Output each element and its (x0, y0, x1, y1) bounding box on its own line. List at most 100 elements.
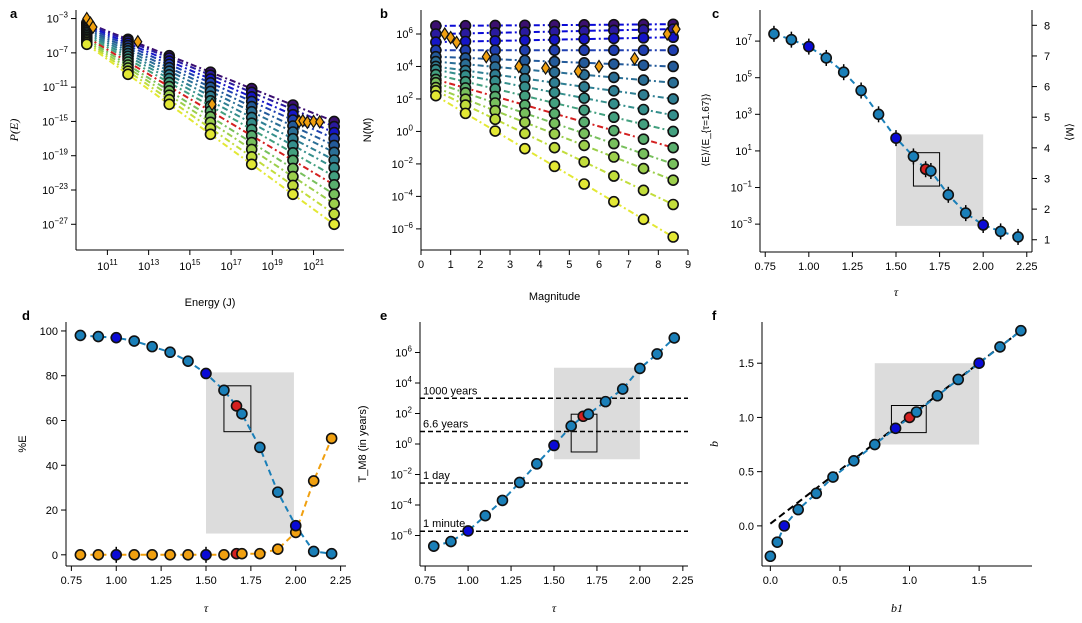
inset-box (223, 385, 252, 433)
data-point (578, 116, 590, 128)
data-point (271, 486, 284, 498)
data-point (489, 125, 501, 137)
data-point (837, 66, 850, 78)
data-point (164, 549, 176, 561)
data-point (163, 98, 176, 111)
x-tick-label: 1015 (179, 258, 201, 273)
y-tick-label: 10−11 (43, 79, 69, 94)
data-point (230, 400, 243, 412)
x-tick-label: 1.5 (971, 575, 986, 587)
y-right-tick-label: 3 (1044, 173, 1050, 185)
panel-letter: a (10, 6, 18, 21)
data-point (651, 348, 663, 360)
series-line (435, 94, 674, 238)
data-point (328, 218, 340, 231)
y-tick-label: 20 (46, 505, 58, 517)
data-point (667, 158, 679, 170)
y-tick-label: 105 (735, 70, 752, 85)
y-tick-label: 10−6 (392, 221, 414, 236)
data-point (427, 540, 440, 552)
y-tick-label: 104 (396, 58, 413, 73)
data-point (578, 104, 590, 116)
data-point (479, 509, 492, 522)
x-tick-label: 2 (477, 259, 483, 271)
y-tick-label: 10−2 (391, 467, 413, 482)
data-point (872, 108, 885, 121)
data-point (328, 197, 340, 210)
data-point (74, 329, 87, 342)
y-tick-label: 1.5 (739, 358, 754, 370)
data-point (764, 550, 777, 563)
data-point (110, 331, 123, 344)
data-point (668, 332, 681, 344)
y-right-tick-label: 4 (1044, 143, 1050, 155)
x-tick-label: 1013 (138, 258, 160, 273)
x-axis-label: τ (204, 601, 209, 615)
series-line-other (80, 438, 333, 556)
data-point (74, 549, 87, 561)
x-axis-label: Magnitude (529, 291, 580, 303)
data-point (271, 543, 284, 556)
data-point (637, 133, 650, 145)
data-point (519, 34, 531, 47)
y-axis-label: ⟨E⟩/⟨E_{τ=1.67}⟩ (701, 93, 712, 166)
data-point (328, 188, 340, 201)
data-point (218, 384, 230, 397)
x-tick-label: 2.00 (285, 575, 306, 587)
x-tick-label: 2.25 (672, 575, 693, 587)
x-tick-label: 0 (418, 259, 424, 271)
y-tick-label: 10−27 (42, 216, 68, 231)
diamond-marker (315, 114, 325, 129)
x-tick-label: 1.75 (929, 261, 950, 273)
diamond-marker (451, 35, 462, 50)
data-point (548, 55, 561, 68)
data-point (325, 432, 338, 445)
data-point (519, 116, 531, 129)
series-line (435, 78, 674, 149)
data-point (608, 32, 620, 45)
data-point (855, 84, 867, 97)
data-point (578, 57, 590, 69)
data-point (1015, 324, 1027, 337)
data-point (548, 66, 561, 78)
x-tick-label: 0.0 (763, 575, 778, 587)
data-point (820, 52, 833, 64)
data-point (548, 97, 561, 109)
y-tick-label: 106 (395, 345, 412, 360)
y-tick-label: 10−7 (47, 45, 69, 60)
diamond-marker (514, 59, 524, 74)
diamond-marker (308, 114, 319, 129)
data-point (868, 438, 881, 451)
x-tick-label: 8 (655, 259, 661, 271)
data-point (959, 207, 972, 219)
panel-letter: b (380, 6, 388, 21)
data-point (889, 422, 902, 435)
data-point (462, 525, 474, 537)
data-point (519, 142, 531, 155)
series-line (769, 329, 1022, 557)
data-point (608, 195, 620, 208)
data-point (128, 335, 141, 347)
data-point (328, 179, 340, 191)
data-point (548, 33, 561, 46)
data-point (634, 362, 646, 375)
x-tick-label: 1.75 (240, 575, 261, 587)
data-point (548, 76, 561, 89)
data-point (977, 219, 989, 231)
x-tick-label: 0.5 (832, 575, 847, 587)
series-line (435, 36, 674, 44)
data-point (907, 150, 920, 163)
series-line (435, 60, 674, 84)
data-point (200, 549, 212, 561)
data-point (489, 35, 501, 47)
data-point (792, 503, 804, 516)
data-point (608, 137, 620, 150)
x-tick-label: 1011 (97, 258, 118, 273)
data-point (519, 44, 531, 57)
reference-line-label: 1 minute (423, 518, 465, 530)
y-tick-label: 100 (395, 436, 412, 451)
y-tick-label: 10−6 (391, 528, 413, 543)
series-line (435, 28, 674, 35)
y-tick-label: 60 (46, 415, 58, 427)
x-tick-label: 9 (685, 259, 691, 271)
